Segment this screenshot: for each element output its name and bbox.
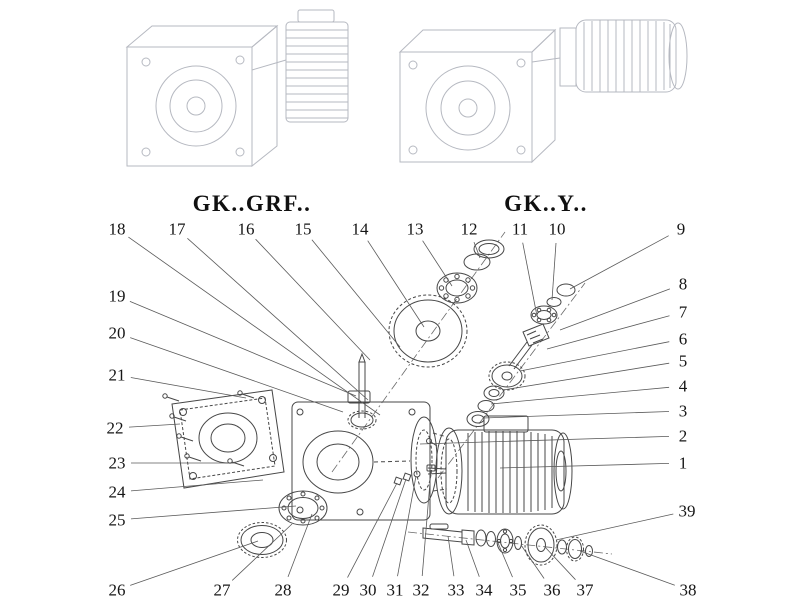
housing (291, 390, 448, 521)
input-shaft (347, 352, 377, 430)
leader-line-19 (129, 301, 357, 397)
leader-line-4 (490, 386, 670, 405)
leader-line-9 (569, 235, 669, 290)
leader-lines (128, 235, 675, 586)
leader-line-34 (465, 539, 480, 577)
leader-line-13 (422, 240, 453, 287)
leader-line-39 (555, 513, 674, 541)
axis-lines (331, 231, 613, 555)
leader-line-16 (255, 238, 371, 361)
motor (427, 415, 573, 515)
caption-gk-grf: GK..GRF.. (192, 191, 312, 216)
leader-line-35 (497, 542, 513, 578)
leader-line-33 (447, 535, 455, 577)
leader-line-26 (130, 540, 259, 586)
leader-line-8 (559, 288, 671, 331)
leader-line-31 (397, 475, 417, 577)
bottom-bearing-and-ring (237, 490, 328, 558)
leader-line-3 (482, 411, 670, 419)
leader-line-32 (421, 469, 432, 577)
leader-line-6 (519, 341, 670, 372)
leader-line-30 (372, 478, 407, 577)
leader-line-21 (130, 377, 247, 399)
leader-line-20 (130, 337, 344, 413)
gearbox-drawing-grf (125, 9, 349, 168)
leader-line-18 (128, 236, 381, 416)
leader-line-22 (128, 423, 181, 428)
leader-line-38 (579, 550, 675, 586)
leader-line-37 (544, 546, 576, 580)
leader-line-12 (473, 241, 481, 259)
leader-line-25 (130, 505, 297, 520)
leader-line-11 (522, 242, 538, 317)
leader-line-7 (546, 315, 670, 350)
leader-line-28 (287, 513, 313, 578)
leader-line-36 (520, 544, 545, 579)
leader-line-2 (419, 436, 670, 445)
large-gear-stack (388, 239, 505, 368)
flange-plate (171, 389, 285, 489)
leader-line-24 (130, 479, 264, 492)
pinion-stack (466, 283, 576, 427)
caption-gk-y: GK..Y.. (504, 191, 588, 216)
leader-line-29 (347, 482, 398, 578)
leader-line-15 (311, 239, 401, 348)
leader-line-14 (367, 240, 425, 328)
leader-line-10 (551, 242, 557, 301)
output-shaft-stack (422, 523, 593, 566)
leader-line-5 (502, 362, 670, 391)
exploded-view-drawing (162, 231, 613, 566)
gearbox-drawing-y (398, 19, 688, 164)
leader-line-1 (499, 463, 670, 469)
leader-line-27 (231, 523, 293, 581)
leader-line-17 (187, 238, 369, 401)
